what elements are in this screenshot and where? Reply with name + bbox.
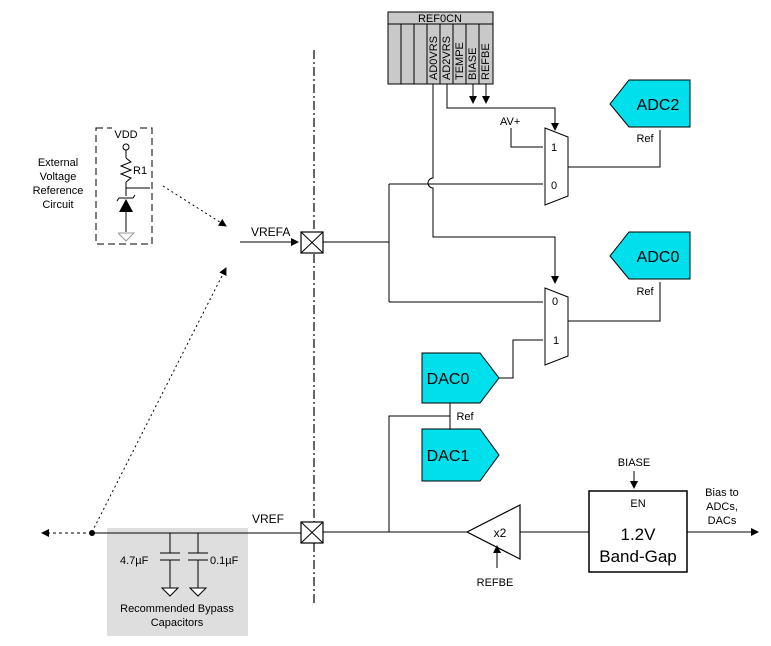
ref0cn-register: REF0CN AD0VRS AD2VRS TEMPE BIASE REFBE (387, 11, 494, 85)
bypass-region (107, 528, 248, 636)
adc0-ref-label: Ref (636, 286, 654, 298)
ext-label-line-1: External (38, 157, 78, 169)
register-bit-ad2vrs: AD2VRS (441, 36, 453, 80)
dotted-arrow-vref-to-vrefa (91, 267, 227, 533)
vrefa-path: VREFA (240, 183, 543, 303)
adc2-label: ADC2 (637, 97, 680, 114)
cap2-label: 0.1µF (210, 555, 239, 567)
adc2-block: ADC2 Ref (609, 79, 691, 145)
ext-label-line-3: Reference (33, 185, 84, 197)
dac-ref-label: Ref (456, 411, 474, 423)
register-bit-tempe: TEMPE (454, 42, 466, 80)
bypass-capacitors: 4.7µF 0.1µF Recommended Bypass Capacitor… (120, 533, 239, 629)
dac1-block: DAC1 (421, 428, 500, 482)
bandgap-block: EN 1.2V Band-Gap BIASE Bias to ADCs, DAC… (588, 457, 759, 573)
mux-top-input-1: 1 (551, 142, 557, 154)
vref-label: VREF (252, 512, 284, 526)
mux-bottom-output (568, 282, 661, 322)
vref-path: VREF (92, 512, 467, 544)
bandgap-line-1: 1.2V (621, 525, 657, 544)
biase-label: BIASE (618, 457, 650, 469)
mux-bottom-input-0: 0 (552, 296, 558, 308)
adc2-ref-label: Ref (636, 133, 654, 145)
mux-top-output (568, 130, 661, 168)
register-bit-refbe: REFBE (480, 43, 492, 80)
en-label: EN (630, 498, 645, 510)
dac0-to-mux-wire (499, 339, 543, 379)
bias-out-line-2: ADCs, (706, 501, 738, 513)
r1-label: R1 (133, 165, 147, 177)
external-reference-circuit: VDD R1 External Voltage Reference Circui… (33, 126, 153, 245)
adc0-label: ADC0 (637, 249, 680, 266)
bandgap-line-2: Band-Gap (599, 547, 677, 566)
av-plus-label: AV+ (500, 116, 520, 128)
refbe-label: REFBE (477, 577, 514, 589)
register-bit-biase: BIASE (467, 48, 479, 80)
mux-top-input-0: 0 (551, 180, 557, 192)
dac1-label: DAC1 (427, 448, 470, 465)
x2-buffer: x2 REFBE (465, 504, 521, 589)
x2-label: x2 (494, 526, 507, 540)
register-control-lines (427, 84, 559, 284)
register-name: REF0CN (418, 13, 462, 25)
bias-out-line-3: DACs (708, 515, 737, 527)
vrefa-label: VREFA (251, 225, 290, 239)
register-bit-ad0vrs: AD0VRS (428, 36, 440, 80)
mux-bottom: 0 1 (544, 287, 569, 366)
av-plus-wire (510, 128, 543, 148)
bias-out-line-1: Bias to (705, 487, 739, 499)
vdd-label: VDD (114, 129, 137, 141)
ext-label-line-4: Circuit (42, 199, 73, 211)
adc0-block: ADC0 Ref (609, 231, 691, 298)
dac0-block: DAC0 (421, 352, 500, 404)
mux-bottom-input-1: 1 (553, 335, 559, 347)
cap1-label: 4.7µF (120, 555, 149, 567)
dotted-arrow-ext-to-vrefa (162, 185, 227, 227)
bypass-caption-line-2: Capacitors (151, 617, 204, 629)
bypass-caption-line-1: Recommended Bypass (120, 603, 234, 615)
ext-label-line-2: Voltage (40, 171, 77, 183)
dac0-label: DAC0 (427, 371, 470, 388)
mux-top: 1 0 (544, 127, 569, 206)
dac-ref-wire (388, 415, 451, 532)
